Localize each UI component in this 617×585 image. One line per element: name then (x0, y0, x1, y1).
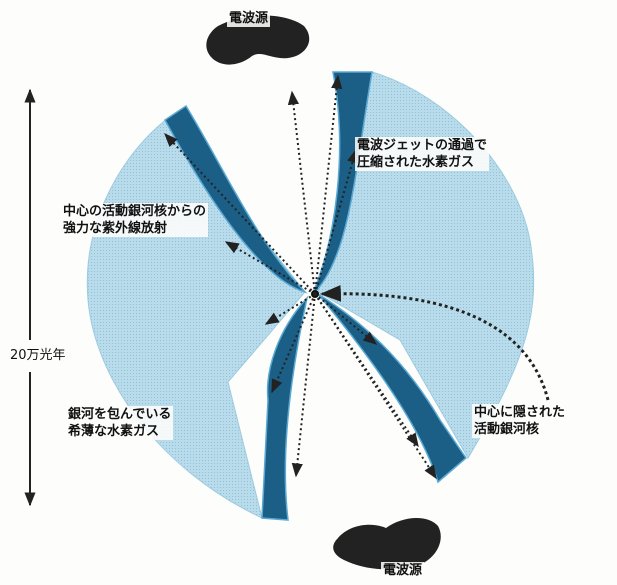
band-lower-right (317, 293, 467, 484)
band-lower-left (261, 295, 309, 521)
diffuse-gas-label: 銀河を包んでいる 希薄な水素ガス (66, 406, 174, 440)
scale-label: 20万光年 (8, 347, 68, 364)
radio-source-top-label: 電波源 (227, 10, 271, 27)
radio-source-bottom-blob (333, 517, 441, 570)
radio-source-bottom-label: 電波源 (381, 562, 425, 579)
nucleus-pointer-arrow (319, 285, 550, 401)
uv-arrows (164, 74, 437, 480)
band-upper-left (164, 104, 308, 294)
hidden-nucleus-label: 中心に隠された 活動銀河核 (472, 404, 568, 438)
uv-radiation-label: 中心の活動銀河核からの 強力な紫外線放射 (61, 203, 209, 237)
jet-compressed-gas-label: 電波ジェットの通過で 圧縮された水素ガス (355, 137, 490, 171)
radio-source-top-blob (206, 15, 310, 65)
